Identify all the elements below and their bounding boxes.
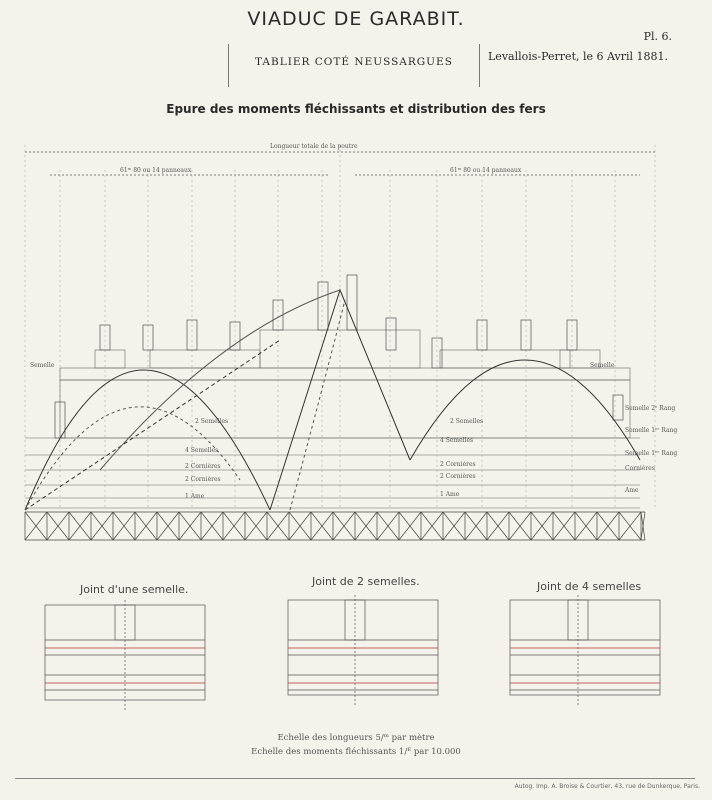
- moment-scale: Echelle des moments fléchissants 1/ᴱ par…: [251, 747, 461, 757]
- svg-text:2 Cornières: 2 Cornières: [440, 461, 476, 468]
- subtitle-frame: [228, 44, 480, 87]
- svg-text:Semelle 1ᵉʳ Rang: Semelle 1ᵉʳ Rang: [625, 427, 677, 434]
- truss-diagonals: [24, 511, 646, 541]
- svg-text:Semelle 2ᵉ Rang: Semelle 2ᵉ Rang: [625, 405, 675, 412]
- svg-text:2 Semelles: 2 Semelles: [450, 418, 483, 425]
- joint-four-label: Joint de 4 semelles: [537, 580, 642, 593]
- svg-text:2 Cornières: 2 Cornières: [185, 463, 221, 470]
- svg-text:Semelle 1ᵉʳ Rang: Semelle 1ᵉʳ Rang: [625, 450, 677, 457]
- svg-text:2 Semelles: 2 Semelles: [195, 418, 228, 425]
- svg-text:Ame: Ame: [624, 487, 639, 494]
- place-date: Levallois-Perret, le 6 Avril 1881.: [488, 50, 668, 63]
- svg-text:2 Cornières: 2 Cornières: [440, 473, 476, 480]
- annotation-labels: Longueur totale de la poutre 61ᵐ 80 ou 1…: [30, 143, 677, 500]
- svg-text:1 Ame: 1 Ame: [185, 493, 205, 500]
- svg-text:61ᵐ 80 ou 14 panneaux: 61ᵐ 80 ou 14 panneaux: [450, 167, 522, 174]
- joint-one-label: Joint d'une semelle.: [80, 583, 189, 596]
- plate-title: VIADUC DE GARABIT.: [247, 8, 465, 30]
- length-label: Longueur totale de la poutre: [270, 143, 358, 150]
- subtitle: TABLIER COTÉ NEUSSARGUES: [255, 56, 453, 68]
- svg-text:Cornières: Cornières: [625, 465, 655, 472]
- vertical-guides: [24, 145, 656, 510]
- truss: [25, 511, 645, 541]
- svg-text:Semelle: Semelle: [30, 362, 55, 369]
- joint-four-detail: [509, 595, 661, 705]
- iron-bands: [25, 329, 640, 509]
- svg-text:4 Semelles: 4 Semelles: [185, 447, 218, 454]
- svg-text:1 Ame: 1 Ame: [440, 491, 460, 498]
- bottom-rule: [15, 778, 695, 779]
- joint-two-detail: [287, 595, 439, 705]
- svg-text:61ᵐ 80 ou 14 panneaux: 61ᵐ 80 ou 14 panneaux: [120, 167, 192, 174]
- length-scale: Echelle des longueurs 5/ᵐ par mètre: [277, 733, 435, 743]
- svg-text:Semelle: Semelle: [590, 362, 615, 369]
- printer-credit: Autog. Imp. A. Broise & Courtier, 43, ru…: [514, 783, 700, 790]
- post-markers: [54, 274, 624, 439]
- svg-text:4 Semelles: 4 Semelles: [440, 437, 473, 444]
- svg-text:2 Cornières: 2 Cornières: [185, 476, 221, 483]
- moment-curves: [24, 288, 641, 511]
- plate-number: Pl. 6.: [643, 30, 672, 43]
- diagram-heading: Epure des moments fléchissants et distri…: [166, 102, 546, 116]
- joint-one-detail: [44, 600, 206, 710]
- joint-two-label: Joint de 2 semelles.: [312, 575, 420, 588]
